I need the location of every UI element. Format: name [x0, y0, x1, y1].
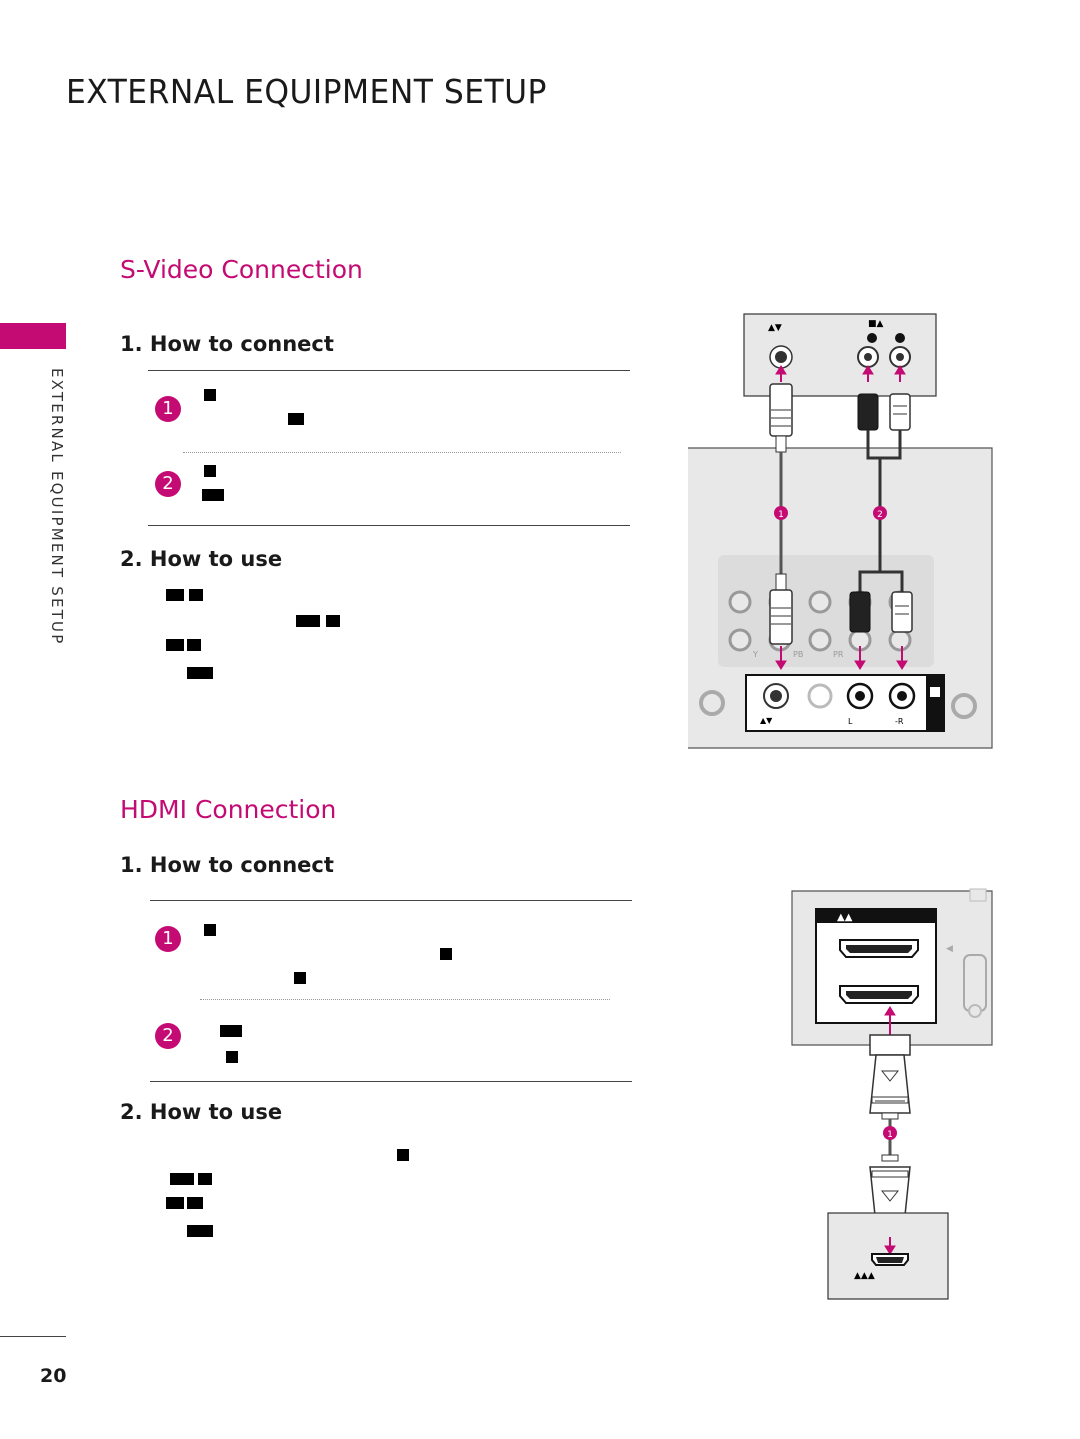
jack-core: [897, 691, 907, 701]
svideo-step-2-badge: 2: [155, 471, 181, 497]
redacted-text: [166, 639, 184, 651]
port-label-l: L: [848, 717, 853, 726]
jack-core: [896, 353, 904, 361]
redacted-text: [294, 972, 306, 984]
redacted-text: [170, 1173, 194, 1185]
divider: [150, 1081, 632, 1082]
hdmi-input-box-label-bar: [816, 909, 936, 923]
callout-1-label: 1: [778, 510, 784, 520]
svideo-connection-diagram: ▲▼ ■▲ Y PB PR ▲▼ L -R: [688, 313, 993, 749]
port-label-pb: PB: [793, 650, 803, 659]
av-label-marker: [930, 687, 940, 697]
hdmi-how-to-use-heading: 2. How to use: [120, 1100, 283, 1124]
redacted-text: [187, 1197, 203, 1209]
divider: [148, 525, 630, 526]
redacted-text: [204, 924, 216, 936]
video-in-jack: [807, 683, 833, 709]
callout-2-badge: [873, 506, 887, 520]
section-tab-marker: [0, 323, 66, 349]
audio-cable: [849, 393, 913, 633]
svideo-in-jack-core: [770, 690, 782, 702]
redacted-text: [166, 589, 184, 601]
redacted-text: [220, 1025, 242, 1037]
redacted-text: [187, 639, 201, 651]
audio-indicator-dot: [867, 333, 877, 343]
panel-corner-port: [969, 888, 987, 902]
side-jack: [951, 693, 977, 719]
port-label-r: -R: [895, 717, 904, 726]
page-number: 20: [40, 1365, 67, 1387]
svideo-how-to-use-heading: 2. How to use: [120, 547, 283, 571]
hdmi-section-title: HDMI Connection: [120, 795, 337, 824]
hdmi-step-2-badge: 2: [155, 1023, 181, 1049]
redacted-text: [187, 1225, 213, 1237]
svideo-step-1-badge: 1: [155, 396, 181, 422]
side-jack: [699, 690, 725, 716]
divider: [148, 370, 630, 371]
insert-arrows-top: [775, 365, 906, 382]
redacted-text: [288, 413, 304, 425]
footer-divider: [0, 1336, 66, 1337]
side-section-label: EXTERNAL EQUIPMENT SETUP: [48, 368, 66, 646]
hdmi-connection-diagram: ▲▲ ◀ 1 ▲▲▲: [791, 888, 993, 1300]
audio-indicator-dot: [895, 333, 905, 343]
svideo-section-title: S-Video Connection: [120, 255, 363, 284]
dotted-divider: [183, 452, 621, 453]
redacted-text: [166, 1197, 184, 1209]
port-marker-svideo: ▲▼: [768, 323, 782, 333]
serial-port: [963, 954, 987, 1012]
insert-arrow-top: [884, 1006, 896, 1035]
redacted-text: [326, 615, 340, 627]
callout-2-label: 2: [877, 510, 883, 520]
redacted-text: [202, 489, 224, 501]
port-label-pr: PR: [833, 650, 844, 659]
svideo-cable: [769, 383, 793, 645]
divider: [150, 900, 632, 901]
hdmi-how-to-connect-heading: 1. How to connect: [120, 853, 334, 877]
hdmi-port-2-core: [846, 991, 912, 999]
port-marker-svideo-in: ▲▼: [760, 716, 773, 725]
hdmi-input-box: [815, 908, 937, 1024]
source-port-marker: ▲▲▲: [854, 1271, 875, 1281]
callout-1-badge: [883, 1126, 897, 1140]
av-input-strip-label-block: [926, 675, 944, 731]
screw-hole: [968, 1004, 982, 1018]
callout-1-label: 1: [887, 1130, 893, 1140]
page-title: EXTERNAL EQUIPMENT SETUP: [66, 72, 547, 111]
redacted-text: [198, 1173, 212, 1185]
insert-arrow-bottom: [884, 1237, 896, 1255]
redacted-text: [204, 465, 216, 477]
redacted-text: [187, 667, 213, 679]
hdmi-step-1-badge: 1: [155, 926, 181, 952]
redacted-text: [204, 389, 216, 401]
redacted-text: [226, 1051, 238, 1063]
redacted-text: [189, 589, 203, 601]
port-marker-audio: ■▲: [868, 319, 884, 329]
redacted-text: [296, 615, 320, 627]
jack-core: [864, 353, 872, 361]
svideo-how-to-connect-heading: 1. How to connect: [120, 332, 334, 356]
svideo-out-jack-core: [775, 351, 787, 363]
source-hdmi-port-core: [876, 1257, 904, 1263]
port-label-y: Y: [752, 650, 758, 659]
hdmi-port-1-core: [846, 945, 912, 953]
hdmi-marker: ▲▲: [837, 912, 853, 923]
serial-port-marker: ◀: [946, 944, 953, 954]
callout-1-badge: [774, 506, 788, 520]
redacted-text: [397, 1149, 409, 1161]
jack-core: [855, 691, 865, 701]
redacted-text: [440, 948, 452, 960]
insert-arrows-bottom: [775, 646, 908, 670]
dotted-divider: [200, 999, 610, 1000]
